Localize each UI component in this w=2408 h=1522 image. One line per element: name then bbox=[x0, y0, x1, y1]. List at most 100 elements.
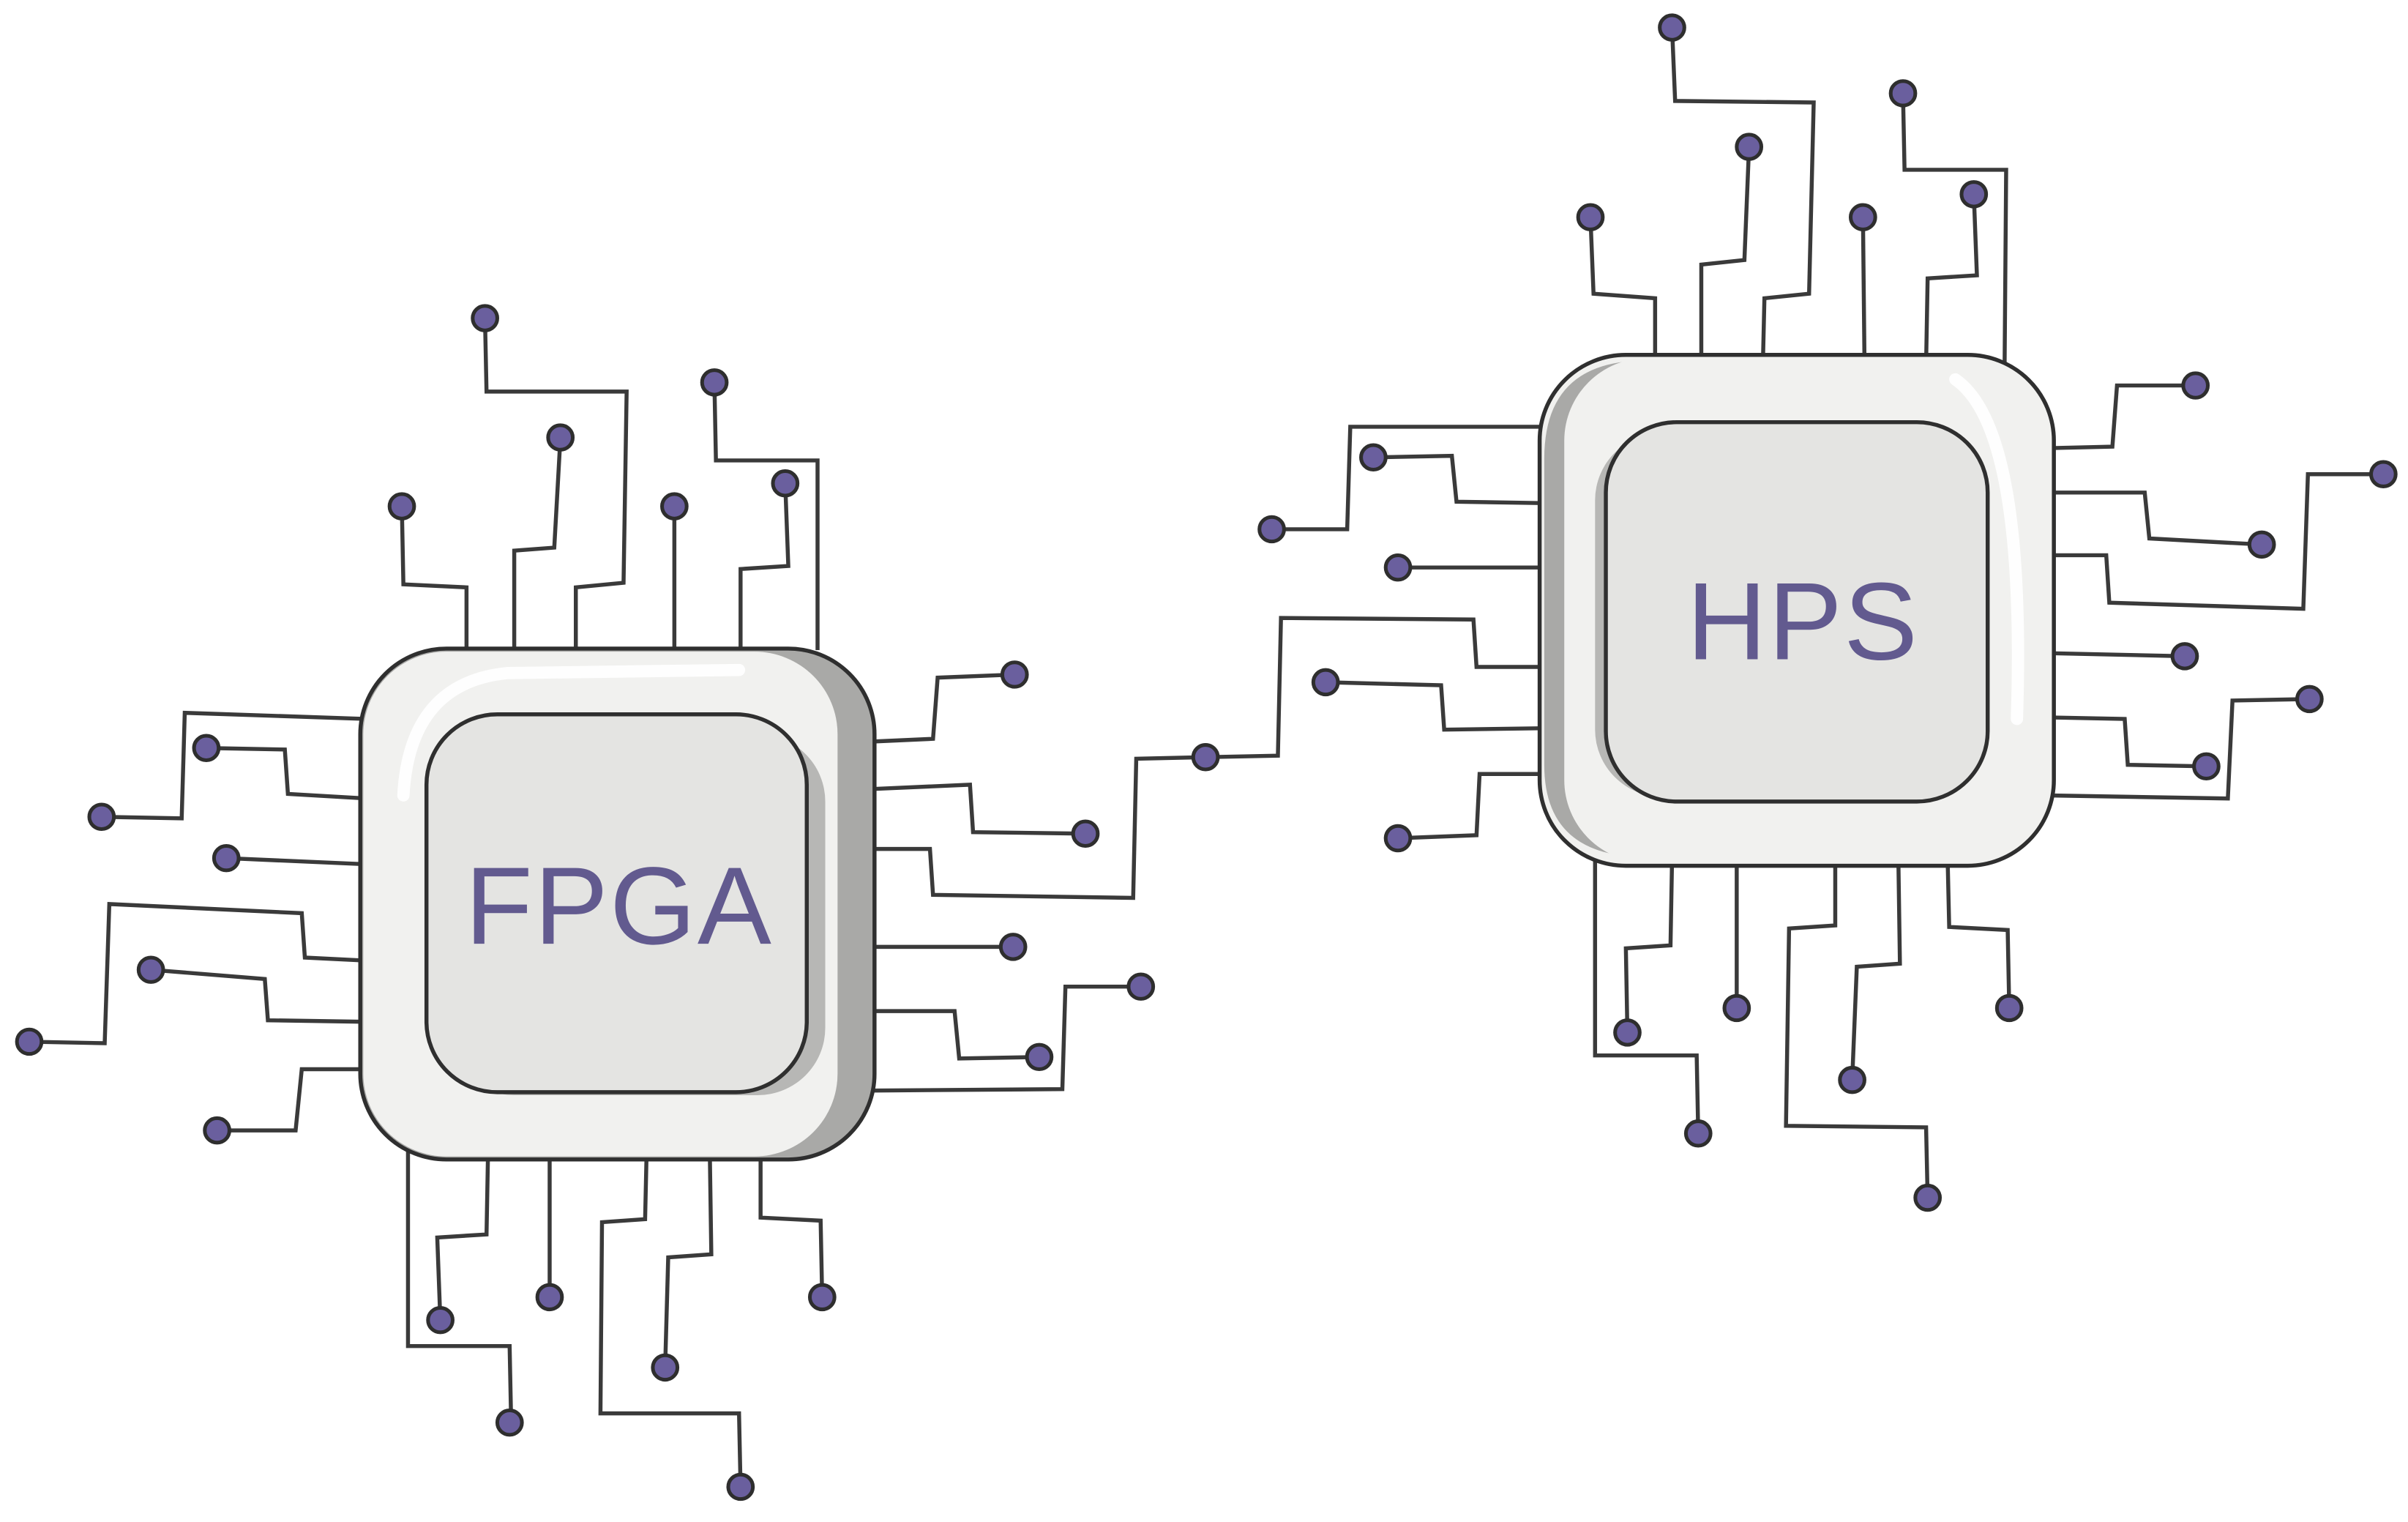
hps-trace bbox=[2047, 715, 2207, 769]
hps-chip-die bbox=[1604, 419, 1990, 804]
hps-trace bbox=[2047, 697, 2310, 801]
fpga-pin-traces bbox=[29, 318, 1141, 1487]
hps-trace bbox=[1901, 93, 2008, 365]
hps-trace bbox=[1588, 217, 1658, 365]
fpga-trace bbox=[512, 437, 563, 651]
fpga-hps-link-trace bbox=[865, 616, 1555, 900]
pin-pad bbox=[807, 1283, 837, 1312]
pin-pad bbox=[1359, 443, 1388, 471]
pin-pad bbox=[1838, 1065, 1866, 1094]
hps-trace bbox=[2047, 651, 2185, 659]
fpga-trace bbox=[217, 1067, 367, 1133]
fpga-trace bbox=[598, 1150, 743, 1487]
fpga-trace bbox=[29, 902, 367, 1045]
pin-pad bbox=[546, 423, 575, 452]
pin-pad bbox=[471, 304, 499, 332]
pin-pad bbox=[1722, 993, 1751, 1023]
hps-trace bbox=[1623, 859, 1675, 1033]
pin-pad bbox=[2192, 752, 2221, 781]
fpga-trace bbox=[150, 968, 367, 1024]
fpga-trace bbox=[758, 1150, 825, 1297]
pin-pad bbox=[998, 933, 1028, 961]
pin-pad bbox=[212, 843, 241, 873]
hps-trace bbox=[1945, 859, 2011, 1008]
pin-pad bbox=[426, 1305, 455, 1335]
fpga-trace bbox=[712, 382, 820, 651]
hps-trace bbox=[1861, 217, 1867, 365]
pin-pad bbox=[2247, 530, 2276, 559]
pin-pad bbox=[15, 1027, 44, 1056]
hps-trace bbox=[2047, 490, 2262, 547]
fpga-chip: FPGA bbox=[358, 646, 877, 1162]
hps-trace bbox=[1271, 425, 1552, 531]
fpga-trace bbox=[865, 783, 1086, 836]
pin-pad bbox=[1576, 203, 1605, 231]
pin-pads bbox=[15, 13, 2398, 1502]
pin-pad bbox=[1913, 1183, 1943, 1212]
hps-trace bbox=[1850, 859, 1902, 1081]
pin-pad bbox=[1000, 660, 1029, 689]
pin-pad bbox=[1994, 993, 2024, 1023]
fpga-trace bbox=[865, 672, 1015, 745]
pin-pad bbox=[136, 955, 165, 984]
pin-pad bbox=[1658, 13, 1686, 42]
hps-trace bbox=[2047, 383, 2196, 450]
hps-trace bbox=[1325, 680, 1552, 732]
fpga-trace bbox=[400, 506, 469, 651]
hps-trace bbox=[1373, 453, 1552, 506]
pin-pad bbox=[2181, 371, 2210, 400]
pin-pad bbox=[1735, 133, 1764, 161]
pin-pad bbox=[1888, 79, 1918, 108]
pin-pad bbox=[1191, 743, 1220, 772]
fpga-trace bbox=[865, 1009, 1039, 1061]
pin-pad bbox=[1383, 553, 1413, 582]
fpga-hps-link bbox=[865, 755, 1206, 900]
pin-pad bbox=[1383, 824, 1413, 853]
pin-pad bbox=[1683, 1119, 1713, 1148]
pin-pad bbox=[700, 368, 729, 397]
fpga-trace bbox=[206, 746, 367, 801]
pin-pad bbox=[87, 802, 116, 831]
pin-pad bbox=[651, 1353, 680, 1382]
pin-pad bbox=[1613, 1018, 1642, 1047]
hps-trace bbox=[1699, 146, 1751, 365]
pin-pad bbox=[1959, 180, 1989, 209]
fpga-hps-link bbox=[1205, 616, 1555, 759]
pin-pad bbox=[660, 492, 689, 521]
fpga-trace bbox=[435, 1150, 490, 1321]
fpga-trace bbox=[663, 1150, 714, 1368]
hps-trace bbox=[2047, 472, 2384, 611]
pin-pad bbox=[1071, 819, 1100, 848]
hps-trace bbox=[1669, 27, 1816, 365]
hps-trace bbox=[1397, 772, 1552, 840]
fpga-trace bbox=[405, 1150, 514, 1423]
pin-pad bbox=[203, 1116, 231, 1145]
hps-trace bbox=[1593, 859, 1700, 1134]
hps-trace bbox=[1923, 194, 1979, 365]
pin-pad bbox=[1126, 972, 1156, 1001]
fpga-chip-highlight bbox=[397, 663, 746, 802]
fpga-label: FPGA bbox=[465, 844, 773, 967]
fpga-trace bbox=[865, 984, 1141, 1093]
fpga-trace bbox=[101, 710, 367, 821]
pin-pad bbox=[771, 469, 800, 498]
fpga-trace bbox=[739, 483, 790, 651]
fpga-trace bbox=[226, 856, 367, 867]
pin-pad bbox=[535, 1283, 564, 1312]
pin-pad bbox=[1848, 203, 1877, 231]
pin-pad bbox=[2170, 642, 2199, 671]
fpga-trace bbox=[482, 318, 629, 651]
hps-pin-traces bbox=[1271, 27, 2384, 1198]
pin-pad bbox=[1311, 668, 1340, 697]
hps-chip-highlight bbox=[1949, 373, 2024, 725]
hps-chip: HPS bbox=[1537, 353, 2056, 868]
pin-pad bbox=[1025, 1042, 1054, 1072]
pin-pad bbox=[726, 1472, 755, 1502]
pin-pad bbox=[387, 492, 416, 521]
hps-label: HPS bbox=[1686, 559, 1919, 682]
fpga-chip-die bbox=[424, 712, 809, 1094]
pin-pad bbox=[2295, 684, 2324, 714]
pin-pad bbox=[2368, 460, 2398, 488]
hps-trace bbox=[1784, 859, 1930, 1198]
